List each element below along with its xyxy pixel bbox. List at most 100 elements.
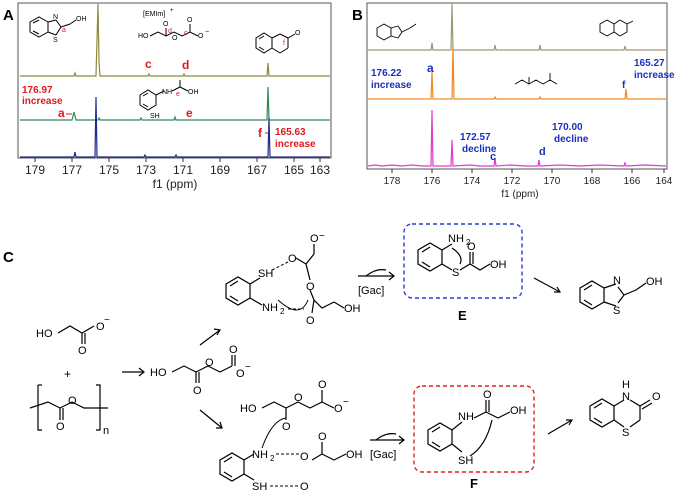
upper-gac-label: [Gac] [358, 285, 384, 297]
atom-a-o4: O [198, 33, 204, 40]
product-h: H [622, 379, 630, 391]
panel-c: C HO O O − + O O n [3, 223, 663, 493]
tick-a-171: 171 [173, 163, 193, 177]
f-o: O [483, 389, 492, 401]
upper-nh-2: 2 [280, 307, 285, 316]
lower-dimer-structure [261, 390, 347, 461]
label-a-176-97: 176.97 [22, 85, 53, 96]
lower-gac-arrow [370, 433, 405, 445]
atom-a-o2: O [172, 35, 178, 42]
lower-o6: O [300, 481, 309, 493]
panel-b-letter: B [352, 7, 363, 24]
tick-b-168: 168 [584, 176, 601, 187]
structure-anion-b [514, 73, 558, 85]
dimer-o3: O [229, 344, 238, 356]
label-a-e: e [186, 106, 193, 120]
emim-a: [EMIm] [143, 11, 165, 18]
product-s: S [613, 305, 620, 317]
f-sh: SH [458, 455, 473, 467]
atom-a-ho: HO [138, 33, 149, 40]
axis-a-title: f1 (ppm) [153, 177, 198, 191]
intermediate-e-box [403, 223, 523, 299]
trace-b-middle [368, 44, 666, 100]
product-o: O [652, 391, 661, 403]
glycolate-o-minus: O [96, 321, 105, 333]
tick-b-172: 172 [504, 176, 521, 187]
lower-o4: O [300, 451, 309, 463]
arrow-to-product-lower [547, 419, 574, 435]
tag-a-c: c [184, 30, 188, 37]
trace-a-middle [20, 86, 330, 121]
label-b-176-22: 176.22 [371, 68, 402, 79]
upper-sh: SH [258, 268, 273, 280]
tick-a-177: 177 [62, 163, 82, 177]
lower-nh2-sub: 2 [270, 454, 275, 463]
lower-ho: HO [240, 403, 257, 415]
tag-a-d: d [168, 28, 172, 35]
axis-b-title: f1 (ppm) [501, 189, 538, 200]
arrow-to-dimer [122, 367, 145, 377]
atom-a-s: S [53, 37, 58, 44]
panel-b-frame [366, 2, 668, 170]
arrow-to-product-upper [533, 277, 562, 293]
emim-a-charge: + [170, 8, 174, 14]
polymer-n: n [103, 425, 109, 437]
dimer-ho: HO [150, 367, 167, 379]
tick-b-178: 178 [384, 176, 401, 187]
upper-thiophenol-structure [225, 276, 263, 306]
structure-benzothiazinone-a [255, 32, 296, 54]
atom-a-o3: O [187, 17, 193, 24]
upper-dimer-structure [295, 244, 345, 314]
upper-o-bottom: O [306, 315, 315, 327]
upper-o-top: O [310, 233, 319, 245]
label-a-165-63: 165.63 [275, 127, 306, 138]
glycolate-ho: HO [36, 328, 53, 340]
atom-a-o1: O [163, 21, 169, 28]
label-a-a: a [58, 106, 65, 120]
product-benzothiazole-methanol [579, 280, 647, 310]
upper-hbond-1 [271, 261, 289, 271]
trace-a-bottom [20, 96, 330, 158]
upper-minus: − [319, 231, 325, 242]
atom-a-sh: SH [150, 113, 160, 120]
tick-a-165: 165 [284, 163, 304, 177]
axis-b-tick-labels: 178 176 174 172 170 168 166 164 [384, 176, 673, 187]
f-oh: OH [510, 405, 527, 417]
dimer-o2: O [205, 357, 214, 369]
label-a-increase-2: increase [275, 139, 316, 150]
axis-a-tick-labels: 179 177 175 173 171 169 167 165 163 [25, 163, 330, 177]
polymer-o1: O [68, 395, 77, 407]
upper-o1: O [288, 253, 297, 265]
dimer-o-minus: O [236, 368, 245, 380]
anion-a-charge: − [205, 29, 209, 36]
lower-o1: O [282, 421, 291, 433]
tick-a-173: 173 [136, 163, 156, 177]
lower-o2: O [294, 392, 303, 404]
lower-o3: O [318, 379, 327, 391]
structure-benzothiazole-methanol-b [376, 23, 417, 41]
structure-intermediate-a [139, 80, 189, 111]
tick-a-163: 163 [310, 163, 330, 177]
structure-anion-a [149, 24, 199, 37]
lower-gac-label: [Gac] [370, 449, 396, 461]
e-nh2: NH [448, 233, 464, 245]
atom-a-bt-o: O [295, 30, 301, 37]
tick-a-167: 167 [247, 163, 267, 177]
structure-benzothiazinone-b [599, 19, 634, 37]
panel-a-frame [17, 2, 332, 159]
trace-b-bottom [367, 109, 667, 167]
label-b-165-27: 165.27 [634, 58, 665, 69]
compound-f-label: F [470, 476, 478, 491]
intermediate-f-structure [427, 400, 511, 457]
upper-oh: OH [344, 303, 361, 315]
dimer-minus: − [245, 362, 251, 373]
atom-a-oh: OH [76, 16, 87, 23]
e-oh: OH [490, 259, 507, 271]
polymer-structure [29, 384, 108, 431]
label-b-d: d [539, 146, 546, 158]
tick-a-175: 175 [99, 163, 119, 177]
e-o: O [467, 241, 476, 253]
product-s2: S [622, 427, 629, 439]
axis-b-ticks [391, 169, 665, 173]
label-b-a: a [427, 61, 434, 75]
